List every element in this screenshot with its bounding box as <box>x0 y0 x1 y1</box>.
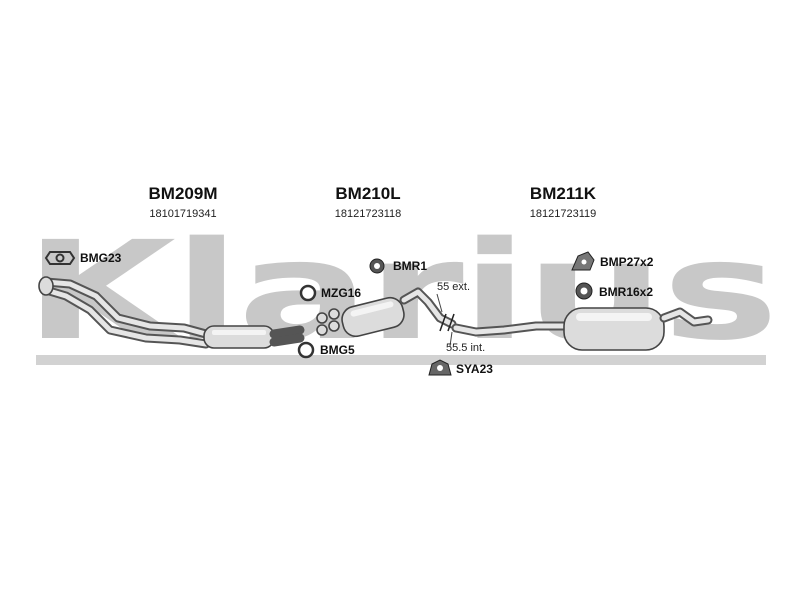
part-label-mzg16: MZG16 <box>321 286 361 300</box>
bracket-bmp27-icon <box>571 251 595 271</box>
section-code-2: BM210L <box>335 184 400 203</box>
rubber-ring-bmr1-icon <box>369 258 385 274</box>
gasket-bmg23-icon <box>44 251 76 265</box>
clamp-sya23-icon <box>428 359 452 376</box>
note-ext-diameter: 55 ext. <box>437 281 470 293</box>
part-label-bmg23: BMG23 <box>80 251 122 265</box>
part-label-bmp27x2: BMP27x2 <box>600 255 654 269</box>
section-code-3: BM211K <box>530 184 597 203</box>
center-silencer <box>316 287 457 338</box>
section-number-1: 18101719341 <box>149 208 216 220</box>
watermark-logo: Klarius <box>24 213 776 371</box>
part-label-bmr1: BMR1 <box>393 259 427 273</box>
rubber-mount-bmr16-icon <box>575 282 593 300</box>
part-label-bmg5: BMG5 <box>320 343 355 357</box>
pipe-cut-marks <box>436 293 455 347</box>
gasket-bmg5-icon <box>297 341 315 359</box>
rear-silencer <box>451 307 713 351</box>
watermark-band <box>36 355 766 365</box>
section-number-3: 18121723119 <box>530 208 596 220</box>
section-number-2: 18121723118 <box>335 208 401 220</box>
note-int-diameter: 55.5 int. <box>446 342 485 354</box>
section-code-1: BM209M <box>149 184 218 203</box>
front-pipe <box>38 276 305 349</box>
part-label-bmr16x2: BMR16x2 <box>599 285 653 299</box>
part-label-sya23: SYA23 <box>456 362 493 376</box>
gasket-ring-mzg16-icon <box>299 284 317 302</box>
